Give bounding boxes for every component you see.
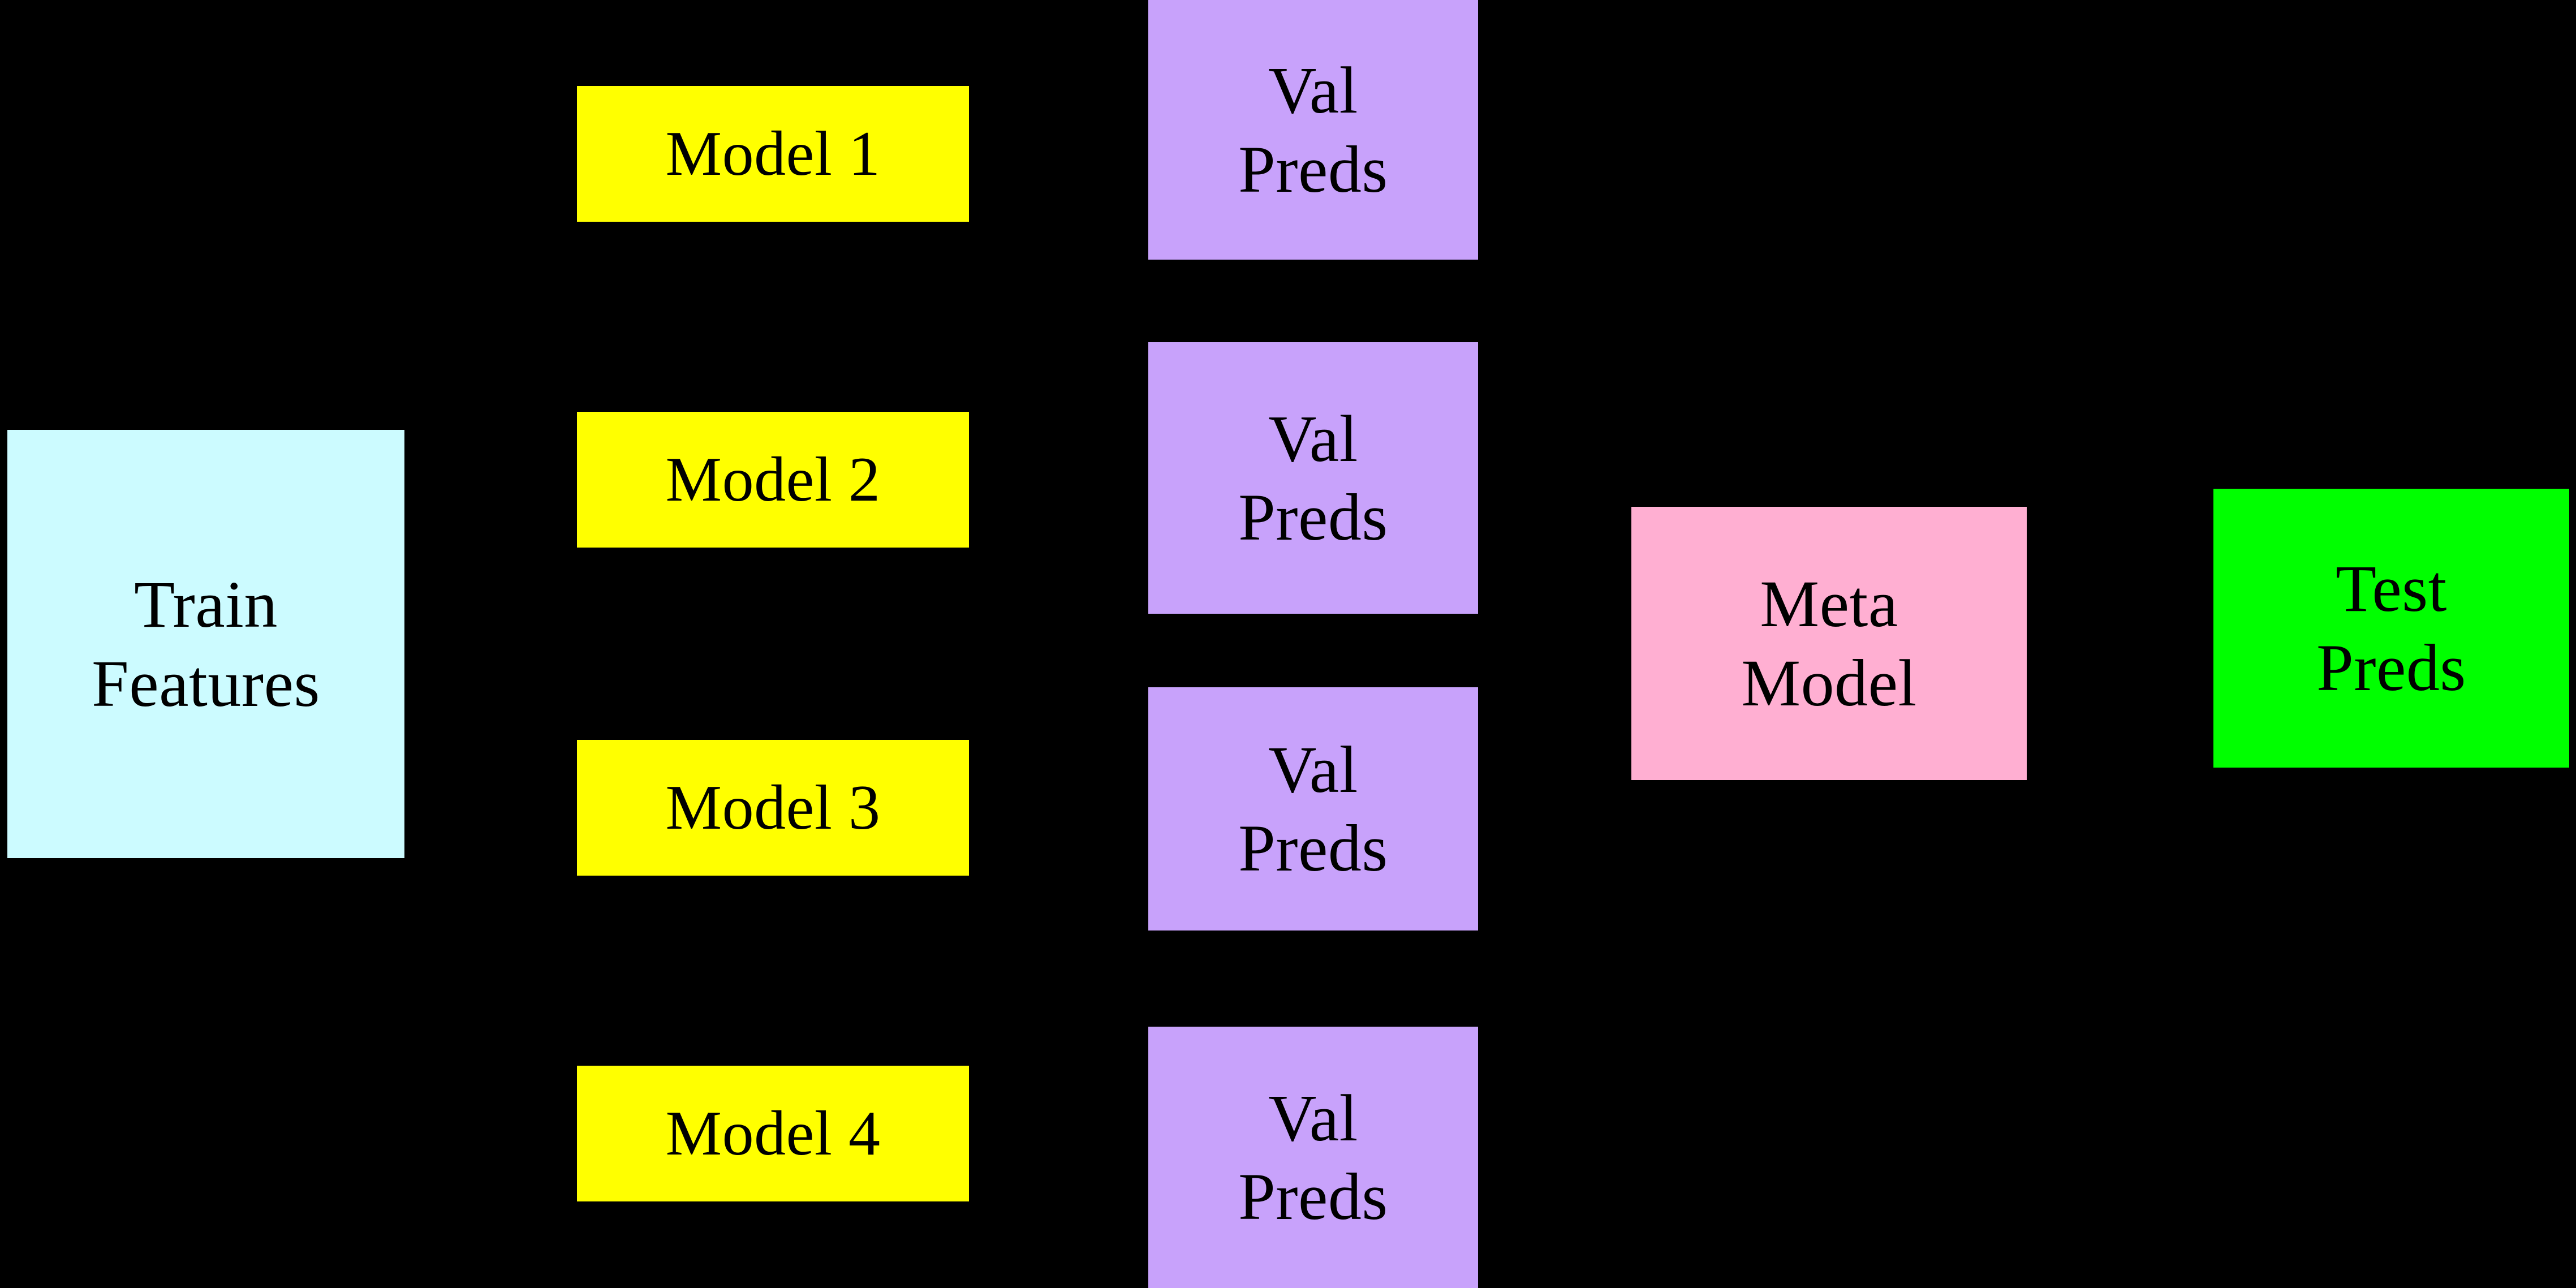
node-meta-model-line2: Model	[1741, 645, 1917, 720]
node-val-preds-2[interactable]: Val Preds	[1148, 342, 1478, 614]
node-train-features-line2: Features	[92, 646, 320, 721]
node-model-2[interactable]: Model 2	[577, 412, 969, 548]
node-val-preds-3[interactable]: Val Preds	[1148, 687, 1478, 931]
node-test-preds-line1: Test	[2336, 552, 2447, 626]
node-val-preds-1-line1: Val	[1268, 53, 1358, 128]
node-val-preds-4-line2: Preds	[1238, 1160, 1388, 1234]
node-val-preds-4[interactable]: Val Preds	[1148, 1027, 1478, 1288]
node-val-preds-3-line2: Preds	[1238, 811, 1388, 885]
node-train-features[interactable]: Train Features	[7, 430, 404, 858]
node-val-preds-1[interactable]: Val Preds	[1148, 0, 1478, 260]
node-val-preds-3-line1: Val	[1268, 732, 1358, 807]
node-val-preds-2-line2: Preds	[1238, 480, 1388, 554]
node-meta-model-line1: Meta	[1760, 567, 1898, 641]
node-test-preds-line2: Preds	[2316, 630, 2466, 705]
node-val-preds-4-line1: Val	[1268, 1080, 1358, 1155]
node-model-3[interactable]: Model 3	[577, 740, 969, 876]
node-val-preds-1-line2: Preds	[1238, 132, 1388, 206]
node-model-4-label: Model 4	[665, 1098, 881, 1169]
node-model-2-label: Model 2	[665, 444, 881, 515]
node-val-preds-2-line1: Val	[1268, 401, 1358, 476]
node-model-3-label: Model 3	[665, 772, 881, 843]
node-model-1[interactable]: Model 1	[577, 86, 969, 222]
node-train-features-line1: Train	[134, 567, 278, 642]
node-model-4[interactable]: Model 4	[577, 1066, 969, 1201]
node-test-preds[interactable]: Test Preds	[2213, 489, 2569, 768]
node-meta-model[interactable]: Meta Model	[1631, 507, 2027, 780]
node-model-1-label: Model 1	[665, 118, 881, 189]
